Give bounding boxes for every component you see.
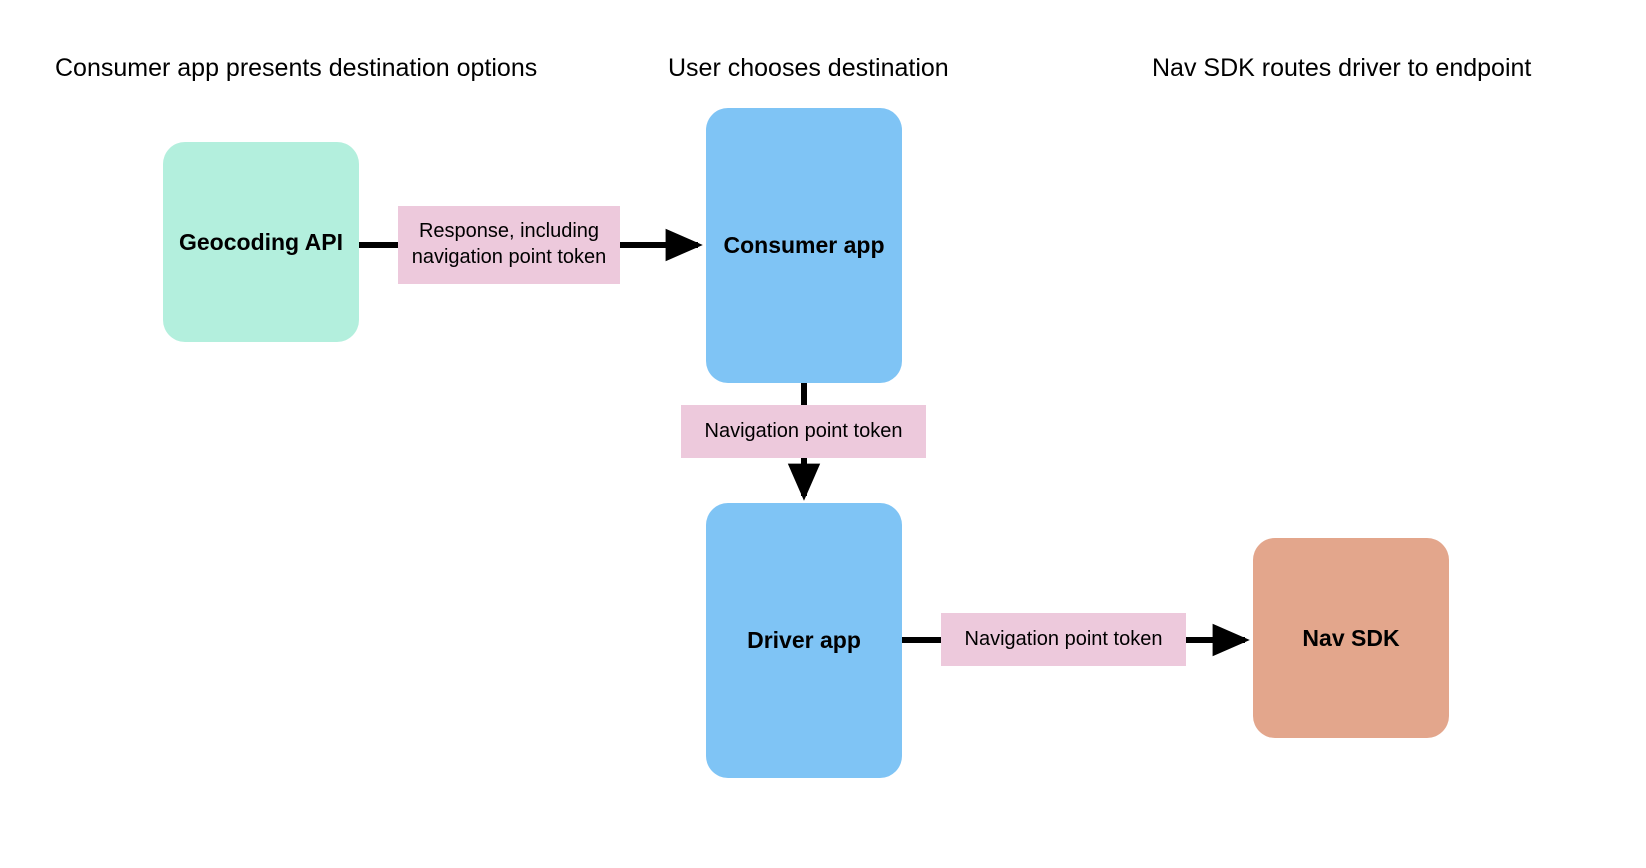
node-consumer-app[interactable]: Consumer app — [706, 108, 902, 383]
node-consumer-app-label: Consumer app — [723, 232, 885, 258]
edge-label-response-including-navigation-point-token: Response, including navigation point tok… — [398, 206, 620, 284]
edge-label-navigation-point-token-driver-navsdk: Navigation point token — [941, 613, 1186, 666]
edge-label-navigation-point-token-consumer-driver: Navigation point token — [681, 405, 926, 458]
node-geocoding-api-label: Geocoding API — [179, 228, 343, 255]
column-header-consumer-app: Consumer app presents destination option… — [55, 54, 538, 82]
column-header-user-chooses: User chooses destination — [668, 54, 949, 82]
edge-label-response-text: Response, including navigation point tok… — [411, 220, 607, 268]
node-driver-app[interactable]: Driver app — [706, 503, 902, 778]
edge-label-nav-token-1-text: Navigation point token — [704, 419, 903, 442]
node-driver-app-label: Driver app — [747, 627, 861, 653]
column-header-nav-sdk: Nav SDK routes driver to endpoint — [1152, 54, 1532, 82]
node-nav-sdk-label: Nav SDK — [1302, 624, 1400, 651]
node-nav-sdk[interactable]: Nav SDK — [1253, 538, 1449, 738]
node-geocoding-api[interactable]: Geocoding API — [163, 142, 359, 342]
edge-label-nav-token-2-text: Navigation point token — [964, 627, 1163, 650]
